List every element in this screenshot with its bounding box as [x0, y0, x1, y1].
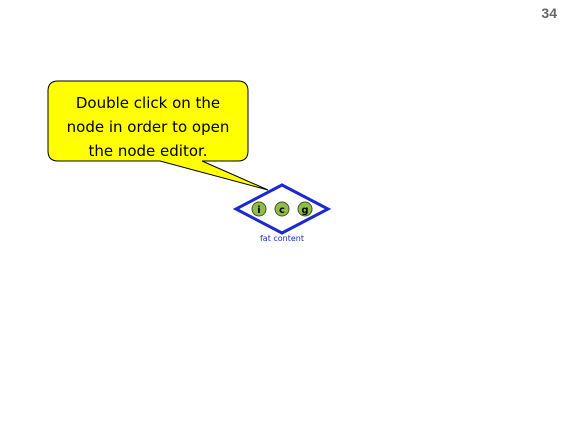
callout-line: node in order to open [66, 118, 230, 136]
decision-node[interactable]: i c g [230, 181, 334, 241]
callout-text: Double click on the node in order to ope… [48, 91, 248, 163]
node-badge-i: i [251, 201, 267, 217]
badge-c-letter: c [279, 205, 285, 216]
callout-shape [47, 80, 269, 191]
node-badge-c: c [274, 201, 290, 217]
badge-i-letter: i [257, 205, 260, 216]
node-badge-g: g [297, 201, 313, 217]
badge-g-letter: g [301, 205, 308, 216]
callout-line: Double click on the [75, 94, 221, 112]
callout-line: the node editor. [88, 142, 208, 160]
node-label: fat content [259, 234, 305, 243]
page-number: 34 [541, 5, 557, 21]
